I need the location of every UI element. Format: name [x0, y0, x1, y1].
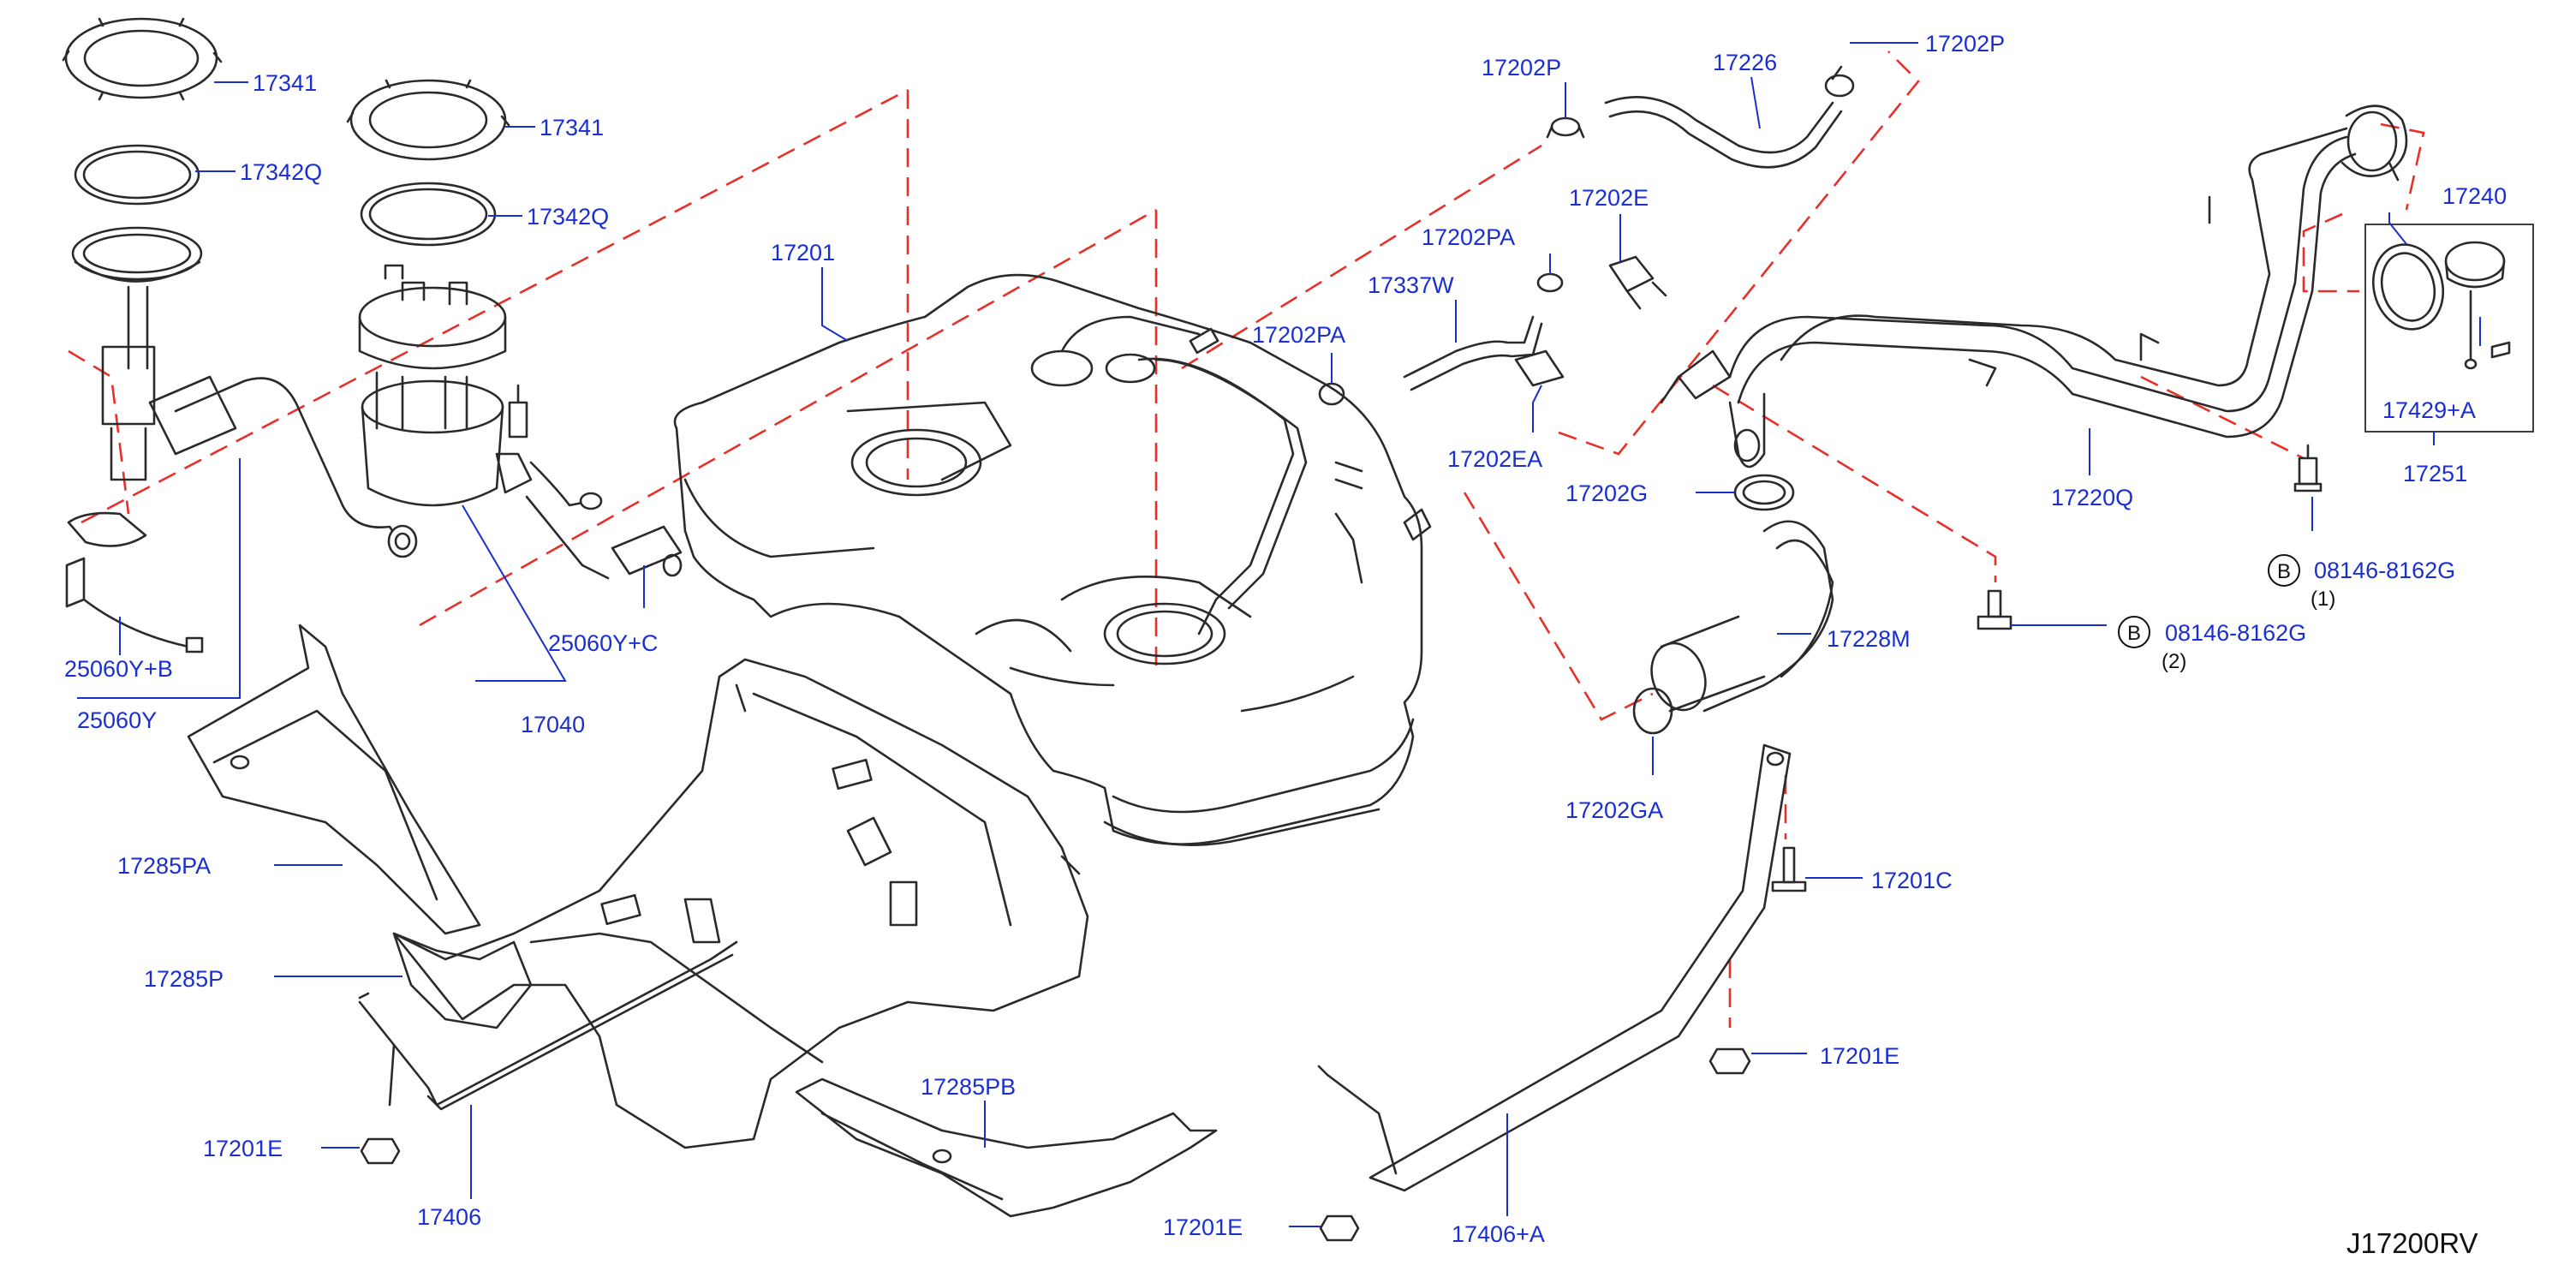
- callout-b-circle-1: [2268, 554, 2300, 587]
- label-17228m: 17228M: [1827, 626, 1911, 652]
- label-17251: 17251: [2403, 461, 2467, 486]
- callout-b-1: B: [2277, 560, 2291, 583]
- lock-ring-17341-center: [346, 79, 510, 161]
- label-25060y: 25060Y: [77, 707, 157, 733]
- label-17202e: 17202E: [1569, 185, 1649, 211]
- assembly-dashed-lines: [68, 51, 2425, 1028]
- clamp-17202pa-a: [1536, 272, 1564, 293]
- heat-shield-17285p-main: [392, 658, 1089, 1149]
- label-17226: 17226: [1713, 50, 1777, 75]
- connector-17202e: [1608, 255, 1667, 310]
- part-labels: 17341 17342Q 17341 17342Q 17201 25060Y+B…: [64, 31, 2507, 1247]
- bolt-callouts: B (1) B (2): [2118, 554, 2335, 673]
- lock-ring-17341-left: [62, 17, 223, 101]
- label-08146-8162g-1: 08146-8162G: [2314, 558, 2455, 583]
- nut-17201e-right: [1708, 1047, 1751, 1075]
- label-17285pa: 17285PA: [117, 853, 211, 879]
- note-1: (1): [2311, 588, 2335, 611]
- label-17201c: 17201C: [1871, 868, 1953, 893]
- gasket-17342q-center: [360, 182, 497, 247]
- label-17337w: 17337W: [1368, 272, 1454, 298]
- label-17202pa-b: 17202PA: [1252, 322, 1345, 348]
- label-17341-left: 17341: [253, 70, 317, 96]
- gasket-17342q-left: [74, 144, 200, 206]
- hose-17228m: [1650, 520, 1834, 713]
- label-17285pb: 17285PB: [921, 1074, 1016, 1100]
- label-17201e-bottom: 17201E: [1163, 1214, 1243, 1240]
- filler-cap-17251: [2364, 224, 2534, 433]
- callout-b-circle-2: [2118, 616, 2150, 648]
- tank-strap-17406+a: [1317, 743, 1792, 1192]
- tank-strap-17406: [358, 940, 738, 1111]
- label-17202pa-a: 17202PA: [1422, 224, 1515, 250]
- nut-17201e-bottom: [1319, 1214, 1360, 1242]
- heat-shield-17285p-left: [392, 932, 533, 1029]
- fuel-pump-module-17040: [358, 264, 683, 580]
- heat-shield-17285pa: [187, 624, 481, 935]
- label-17285p: 17285P: [144, 966, 224, 992]
- label-17202ga: 17202GA: [1565, 797, 1663, 823]
- label-25060y-c: 25060Y+C: [548, 630, 658, 656]
- heat-shield-17285pb: [795, 1077, 1218, 1218]
- label-08146-8162g-2: 08146-8162G: [2165, 620, 2306, 646]
- clamp-17202ea: [1514, 349, 1565, 387]
- nut-17201e-left: [360, 1137, 401, 1165]
- note-2: (2): [2162, 650, 2186, 673]
- label-17240: 17240: [2442, 183, 2507, 209]
- hose-17337w: [1403, 315, 1543, 391]
- diagram-reference-code: J17200RV: [2346, 1227, 2478, 1259]
- label-17201e-right: 17201E: [1820, 1043, 1899, 1069]
- bolt-08146-8162g-2: [1977, 589, 2012, 630]
- label-17429a: 17429+A: [2382, 397, 2476, 423]
- label-17040: 17040: [521, 712, 585, 737]
- label-17406a: 17406+A: [1452, 1221, 1545, 1247]
- label-17201: 17201: [771, 240, 835, 266]
- hose-17226: [1604, 96, 1843, 169]
- label-17202ea: 17202EA: [1447, 446, 1542, 472]
- label-17201e-left: 17201E: [203, 1136, 283, 1161]
- label-17342q-center: 17342Q: [527, 204, 609, 230]
- label-17202g: 17202G: [1565, 480, 1648, 506]
- label-17220q: 17220Q: [2051, 485, 2133, 510]
- callout-b-2: B: [2127, 622, 2141, 645]
- fuel-tank-17201: [673, 273, 1432, 846]
- bolt-17201c: [1771, 846, 1807, 892]
- clamp-17202p-b: [1824, 65, 1855, 98]
- sender-unit-25060y: [65, 226, 418, 653]
- filler-tube-17220q: [1660, 104, 2408, 468]
- clamp-17202p-a: [1546, 116, 1585, 139]
- clamp-17202ga: [1632, 687, 1673, 735]
- label-25060y-b: 25060Y+B: [64, 656, 173, 682]
- label-17406: 17406: [417, 1204, 481, 1230]
- bolt-08146-8162g-1: [2293, 444, 2323, 492]
- label-17202p-b: 17202P: [1925, 31, 2005, 57]
- label-17342q-left: 17342Q: [240, 159, 322, 185]
- filler-gasket-17240: [2371, 243, 2445, 331]
- leader-lines: [77, 42, 2481, 1227]
- label-17341-center: 17341: [540, 115, 604, 140]
- label-17202p-a: 17202P: [1482, 55, 1561, 81]
- clamp-17202g: [1733, 474, 1795, 511]
